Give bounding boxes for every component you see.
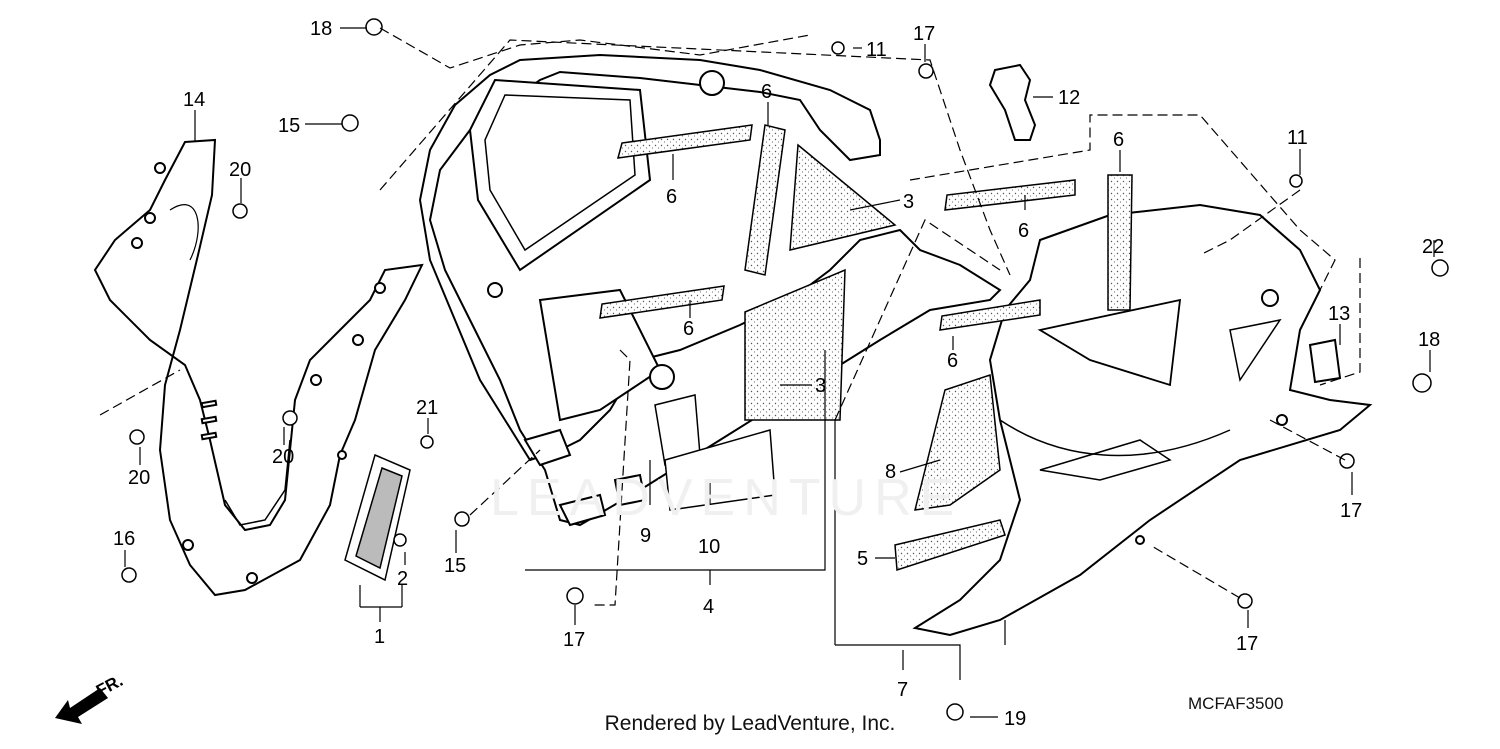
callout-16: 16 xyxy=(113,528,135,550)
callout-17: 17 xyxy=(1340,500,1362,522)
callout-6: 6 xyxy=(1018,220,1029,242)
callout-11: 11 xyxy=(866,39,887,61)
drawing-code: MCFAF3500 xyxy=(1188,694,1284,713)
callout-15: 15 xyxy=(444,555,466,577)
dashed-lines xyxy=(99,27,1361,606)
callout-8: 8 xyxy=(885,461,896,483)
callout-6: 6 xyxy=(1113,129,1124,151)
callout-21: 21 xyxy=(416,397,438,419)
callout-5: 5 xyxy=(857,548,868,570)
callout-17: 17 xyxy=(1236,633,1258,655)
fasteners xyxy=(121,18,1449,721)
callout-17: 17 xyxy=(563,629,585,651)
callout-15: 15 xyxy=(278,115,300,137)
callout-labels: 18 11 17 12 14 15 6 6 3 20 6 11 6 22 13 … xyxy=(113,18,1444,730)
callout-13: 13 xyxy=(1328,303,1350,325)
callout-6: 6 xyxy=(947,350,958,372)
callout-12: 12 xyxy=(1058,87,1080,109)
callout-7: 7 xyxy=(897,679,908,701)
foam-pads xyxy=(599,124,1133,572)
callout-9: 9 xyxy=(640,525,651,547)
callout-20: 20 xyxy=(272,446,294,468)
callout-6: 6 xyxy=(761,81,772,103)
credit-footer: Rendered by LeadVenture, Inc. xyxy=(604,712,896,735)
callout-3: 3 xyxy=(903,191,914,213)
callout-19: 19 xyxy=(1004,708,1026,730)
callout-10: 10 xyxy=(698,536,720,558)
grille-part xyxy=(344,453,411,582)
callout-3: 3 xyxy=(815,375,826,397)
callout-14: 14 xyxy=(183,89,205,111)
callout-18: 18 xyxy=(310,18,332,40)
callout-4: 4 xyxy=(703,596,714,618)
callout-1: 1 xyxy=(374,626,385,648)
leader-lines xyxy=(124,27,1435,718)
callout-6: 6 xyxy=(683,318,694,340)
bracket-part xyxy=(988,63,1037,141)
callout-20: 20 xyxy=(229,159,251,181)
callout-18: 18 xyxy=(1418,329,1440,351)
callout-17: 17 xyxy=(913,23,935,45)
callout-22: 22 xyxy=(1422,236,1444,258)
callout-2: 2 xyxy=(397,568,408,590)
callout-6: 6 xyxy=(666,186,677,208)
callout-11: 11 xyxy=(1287,127,1308,149)
left-side-cowl-part xyxy=(93,138,424,597)
callout-20: 20 xyxy=(128,467,150,489)
watermark: LEADVENTURE xyxy=(490,469,963,527)
inner-panel-part xyxy=(418,53,1002,527)
